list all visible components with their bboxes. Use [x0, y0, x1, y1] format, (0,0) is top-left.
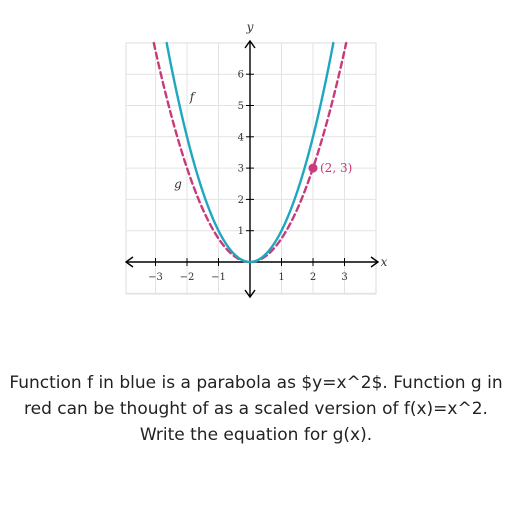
y-axis-label: y: [246, 20, 254, 34]
y-tick-label: 4: [238, 132, 244, 143]
x-tick-label: −3: [148, 272, 163, 283]
labels: x y f g (2, 3): [174, 20, 387, 269]
x-tick-label: −2: [180, 272, 195, 283]
x-tick-label: 3: [341, 272, 347, 283]
y-tick-label: 6: [238, 70, 244, 81]
question-line: Write the equation for g(x).: [139, 425, 373, 445]
function-graph: −3 −2 −1 1 2 3 1 2 3 4 5 6 x y f g (2, 3): [124, 20, 388, 299]
curves: [152, 41, 348, 264]
x-tick-label: 2: [310, 272, 316, 283]
tick-labels: −3 −2 −1 1 2 3 1 2 3 4 5 6: [148, 70, 348, 283]
curve-f: [165, 41, 335, 264]
x-axis-label: x: [381, 255, 388, 269]
x-axis-arrow-left: [124, 256, 134, 268]
y-tick-label: 3: [238, 164, 244, 175]
y-tick-label: 2: [238, 195, 244, 206]
y-axis-arrow-bottom: [244, 289, 256, 299]
curve-label-f: f: [189, 90, 197, 104]
x-tick-label: 1: [278, 272, 284, 283]
x-tick-label: −1: [211, 272, 226, 283]
point-marker: [308, 163, 318, 173]
question-line: red can be thought of as a scaled versio…: [24, 399, 488, 419]
y-axis-arrow-top: [244, 39, 256, 49]
question-text: Function f in blue is a parabola as $y=x…: [0, 370, 512, 448]
question-line: Function f in blue is a parabola as $y=x…: [9, 373, 503, 393]
x-axis-arrow-right: [370, 256, 380, 268]
point-label: (2, 3): [320, 161, 352, 175]
curve-label-g: g: [174, 177, 182, 191]
y-tick-label: 5: [238, 101, 244, 112]
y-tick-label: 1: [238, 226, 244, 237]
